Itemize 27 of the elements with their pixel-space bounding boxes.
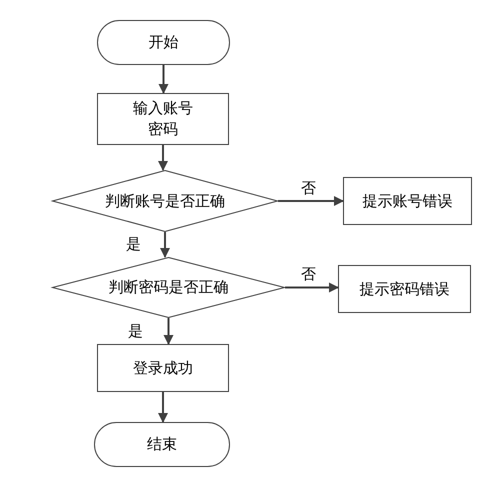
arrow [158,392,168,423]
node-text: 提示密码错误 [360,278,450,300]
node-text: 判断密码是否正确 [108,277,228,298]
process-box [343,177,472,225]
arrow [158,65,168,94]
node-text: 输入账号密码 [132,98,194,140]
node-text: 登录成功 [133,358,193,378]
edge-label: 否 [300,266,317,283]
arrow [158,145,168,171]
node-text: 开始 [148,32,178,53]
edge-label: 否 [300,180,317,197]
arrow [164,318,174,345]
arrow [160,232,170,258]
node-text: 结束 [147,434,177,455]
decision-diamond [52,257,285,318]
node-text: 判断账号是否正确 [105,190,225,212]
decision-diamond [52,170,278,232]
process-box [97,344,229,392]
process-box [338,265,471,313]
arrow [285,282,339,292]
node-text: 提示账号错误 [362,190,452,212]
edge-label: 是 [127,323,144,340]
terminal-shape [94,422,230,467]
terminal-shape [97,20,230,65]
arrow [278,196,344,206]
edge-label: 是 [125,236,142,253]
process-box [97,93,229,145]
